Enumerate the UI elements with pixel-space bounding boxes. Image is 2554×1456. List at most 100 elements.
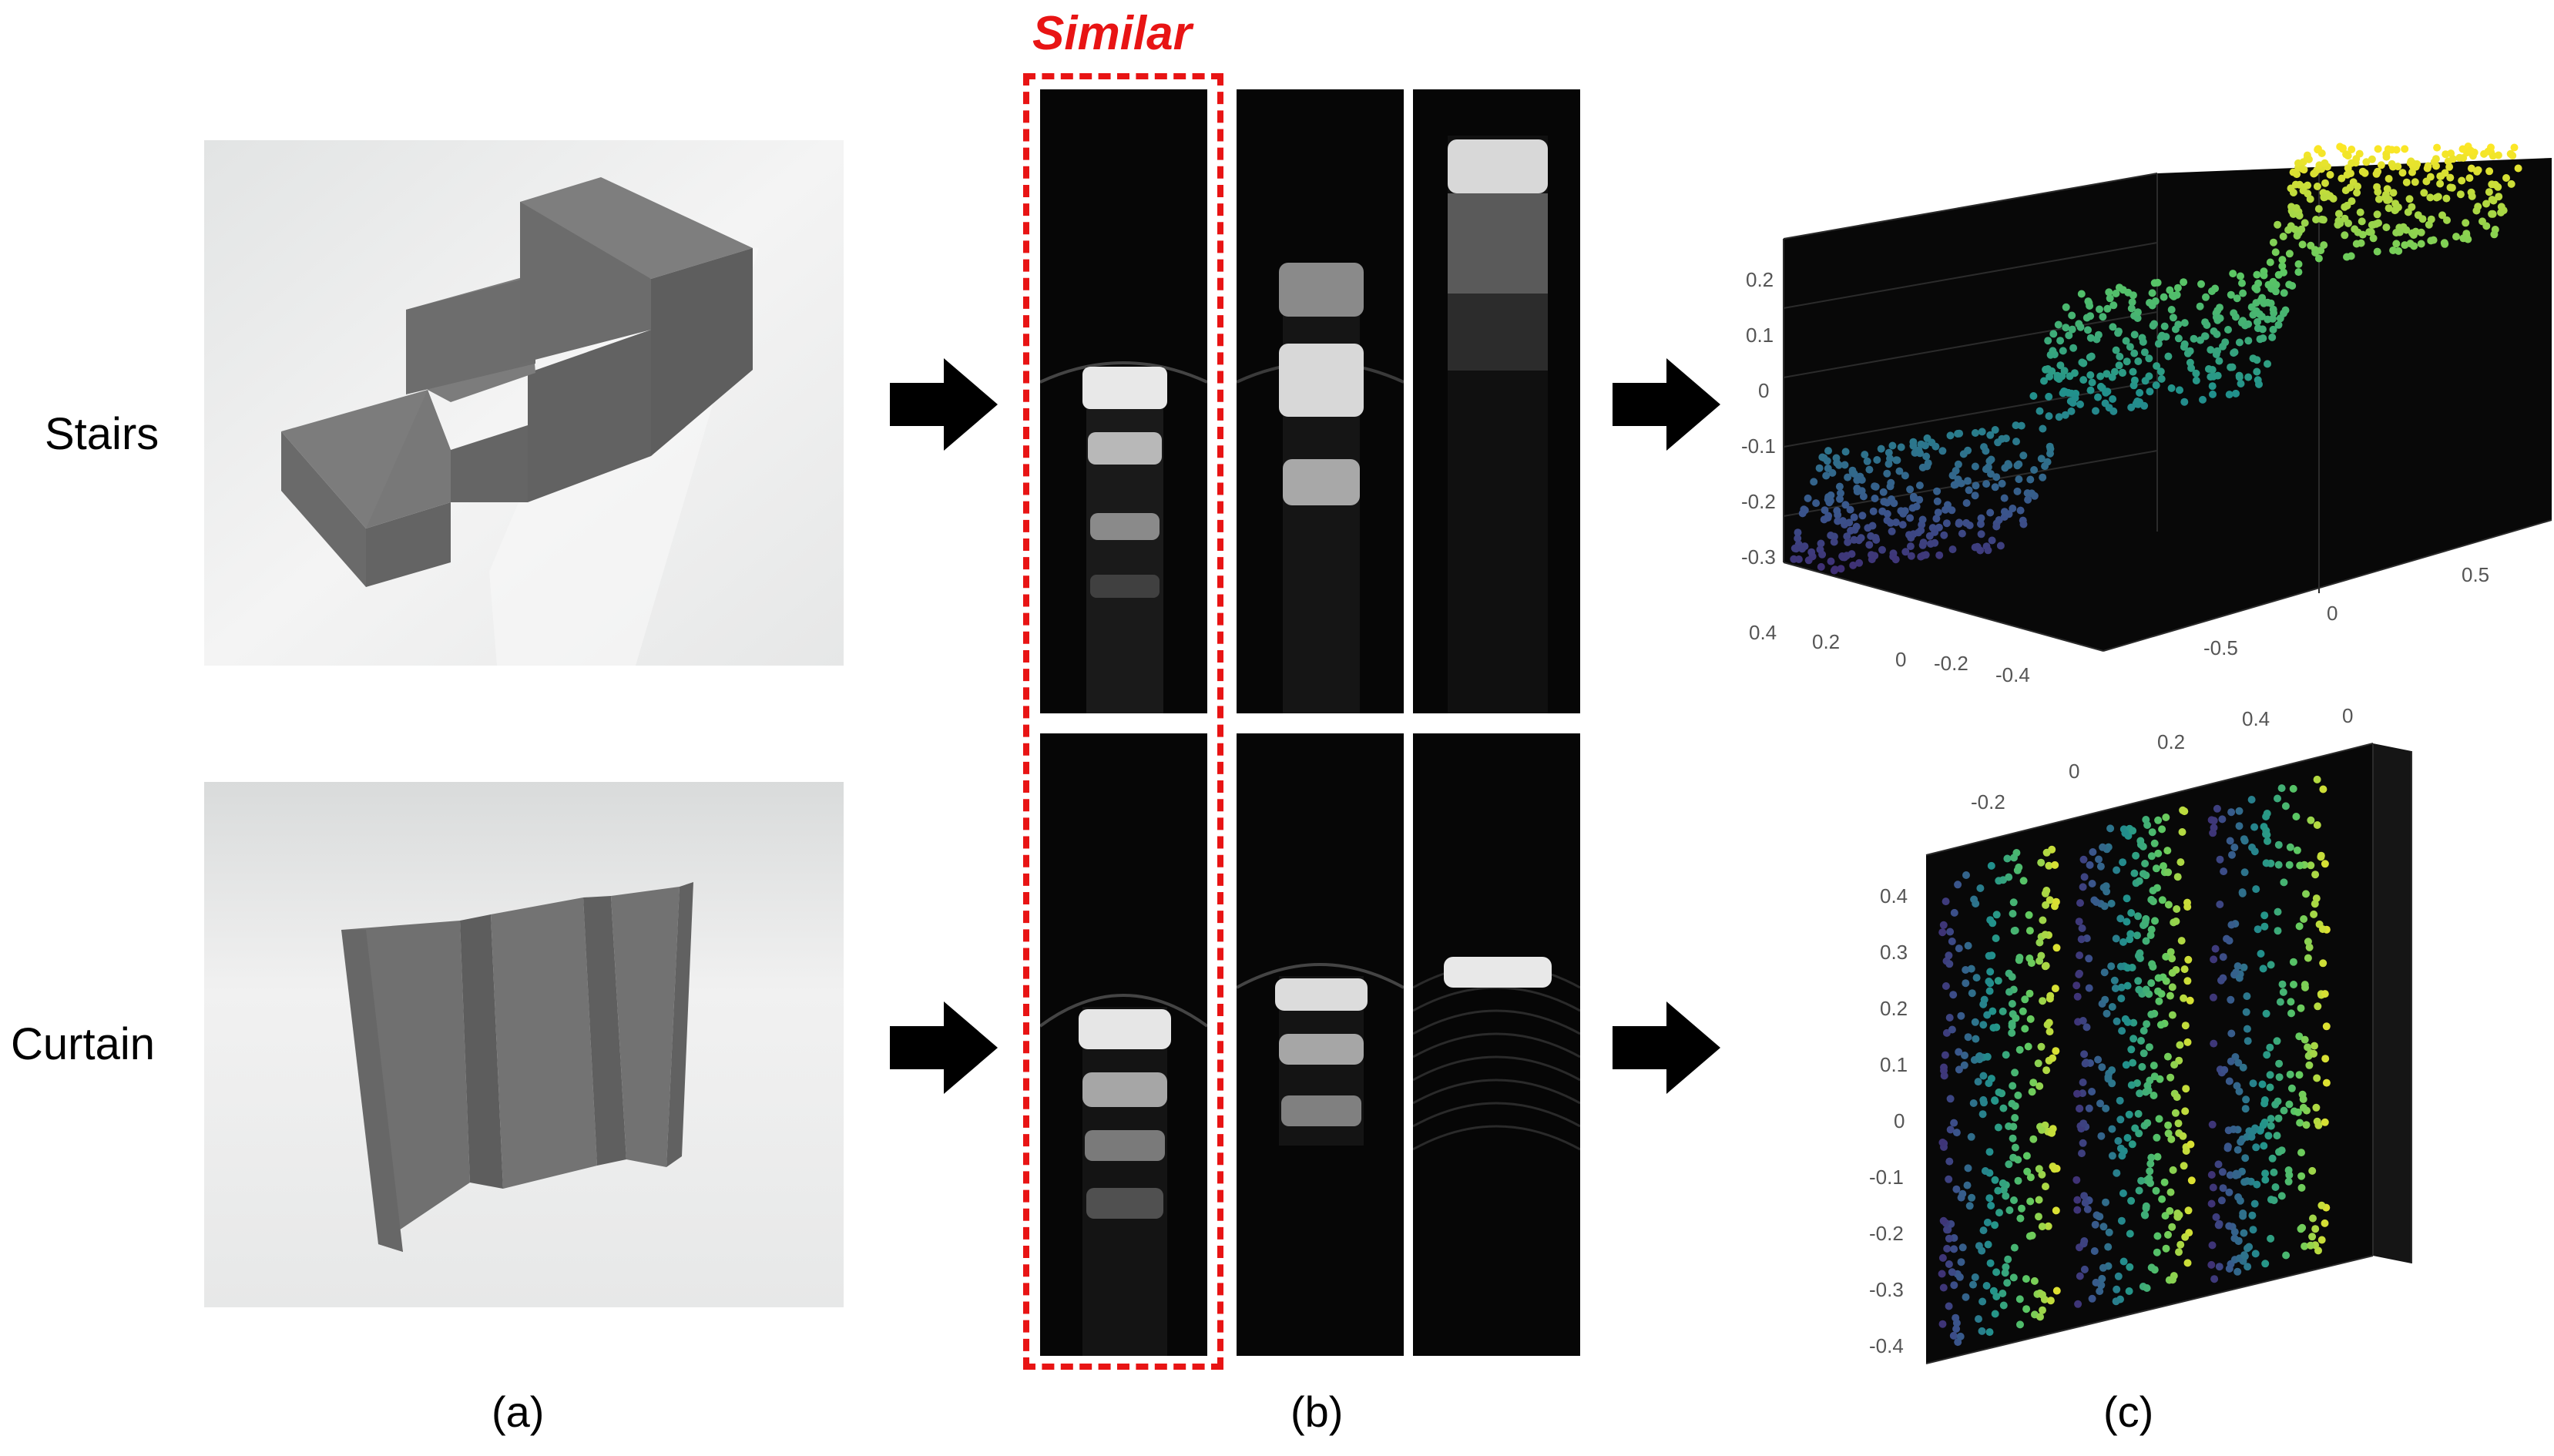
point-marker: [2002, 1051, 2010, 1059]
point-marker: [2135, 985, 2143, 994]
point-marker: [2076, 951, 2084, 960]
point-marker: [2046, 896, 2054, 904]
point-marker: [2121, 829, 2129, 837]
arrow-icon: [890, 1001, 998, 1094]
point-marker: [2462, 219, 2470, 227]
x-tick: -0.4: [1995, 663, 2030, 686]
point-marker: [2079, 1017, 2087, 1025]
point-marker: [2160, 322, 2169, 330]
point-marker: [1948, 938, 1956, 945]
x-tick: -0.2: [1934, 652, 1968, 675]
point-marker: [2121, 1015, 2129, 1023]
point-marker: [2392, 229, 2401, 237]
point-marker: [2304, 954, 2312, 962]
point-marker: [2210, 1039, 2218, 1048]
point-marker: [1883, 469, 1891, 478]
point-marker: [1863, 457, 1871, 465]
point-marker: [2210, 824, 2218, 832]
point-marker: [2122, 337, 2130, 345]
point-marker: [1983, 1011, 1992, 1019]
point-marker: [1949, 1331, 1958, 1340]
point-marker: [2187, 1176, 2196, 1185]
point-marker: [2147, 895, 2156, 904]
point-marker: [2134, 977, 2143, 985]
point-marker: [2068, 311, 2076, 320]
point-marker: [1815, 464, 1824, 472]
point-marker: [2274, 1114, 2283, 1122]
point-marker: [2160, 1178, 2169, 1186]
point-marker: [2038, 1223, 2046, 1231]
point-marker: [2151, 297, 2160, 305]
point-marker: [2341, 231, 2349, 240]
point-marker: [2052, 1287, 2061, 1295]
point-marker: [2411, 178, 2419, 186]
point-marker: [2081, 1059, 2089, 1068]
point-marker: [2015, 1295, 2024, 1303]
point-marker: [1975, 1315, 1982, 1323]
point-marker: [2181, 1107, 2190, 1115]
point-marker: [2136, 1089, 2144, 1098]
point-marker: [2164, 1230, 2172, 1239]
point-marker: [2466, 146, 2475, 155]
point-marker: [2220, 867, 2228, 876]
point-marker: [2321, 860, 2329, 868]
point-marker: [1794, 528, 1802, 537]
point-marker: [2078, 358, 2086, 367]
point-marker: [2107, 962, 2116, 971]
point-marker: [2209, 390, 2217, 398]
point-marker: [2314, 254, 2323, 263]
point-marker: [2240, 963, 2248, 971]
point-marker: [2093, 335, 2101, 344]
point-marker: [2167, 1135, 2176, 1143]
point-marker: [2046, 991, 2055, 1000]
point-marker: [2309, 1214, 2317, 1223]
point-marker: [2002, 1263, 2010, 1271]
point-marker: [2002, 434, 2010, 443]
point-marker: [2260, 911, 2269, 920]
point-marker: [2382, 223, 2391, 232]
point-marker: [1999, 1290, 2007, 1297]
point-marker: [2192, 377, 2200, 384]
point-marker: [2373, 247, 2381, 256]
point-marker: [2044, 337, 2052, 345]
point-marker: [2035, 1082, 2044, 1090]
point-marker: [2374, 145, 2382, 153]
point-marker: [2362, 158, 2371, 166]
point-marker: [1946, 431, 1955, 440]
point-marker: [1827, 491, 1835, 499]
point-marker: [2260, 1142, 2268, 1150]
point-marker: [1952, 1185, 1961, 1193]
point-marker: [2269, 305, 2277, 314]
point-marker: [2172, 918, 2180, 925]
point-marker: [2240, 1178, 2249, 1186]
point-marker: [2126, 1263, 2134, 1271]
point-marker: [2079, 1139, 2087, 1147]
point-marker: [2153, 1133, 2161, 1142]
point-marker: [2005, 873, 2013, 881]
point-marker: [1824, 514, 1832, 522]
point-marker: [1890, 499, 1898, 508]
point-marker: [1964, 477, 1972, 485]
point-marker: [2230, 844, 2239, 851]
point-marker: [1987, 861, 1995, 870]
point-marker: [2011, 1114, 2019, 1122]
point-marker: [2150, 1072, 2159, 1081]
point-marker: [2266, 1071, 2274, 1079]
point-marker: [2012, 438, 2020, 446]
point-marker: [2167, 306, 2176, 314]
point-marker: [1968, 989, 1976, 998]
point-marker: [1939, 1216, 1948, 1225]
point-marker: [1957, 1258, 1965, 1266]
point-marker: [2506, 149, 2515, 158]
point-marker: [2158, 1195, 2166, 1203]
point-marker: [2042, 1183, 2049, 1191]
point-marker: [2285, 861, 2294, 869]
point-marker: [2147, 1263, 2156, 1272]
point-marker: [2173, 283, 2182, 292]
point-marker: [2042, 901, 2050, 909]
point-marker: [2141, 918, 2150, 926]
point-marker: [2210, 1275, 2219, 1283]
point-marker: [1974, 1078, 1982, 1086]
point-marker: [2118, 1152, 2126, 1160]
point-marker: [2214, 1160, 2223, 1169]
